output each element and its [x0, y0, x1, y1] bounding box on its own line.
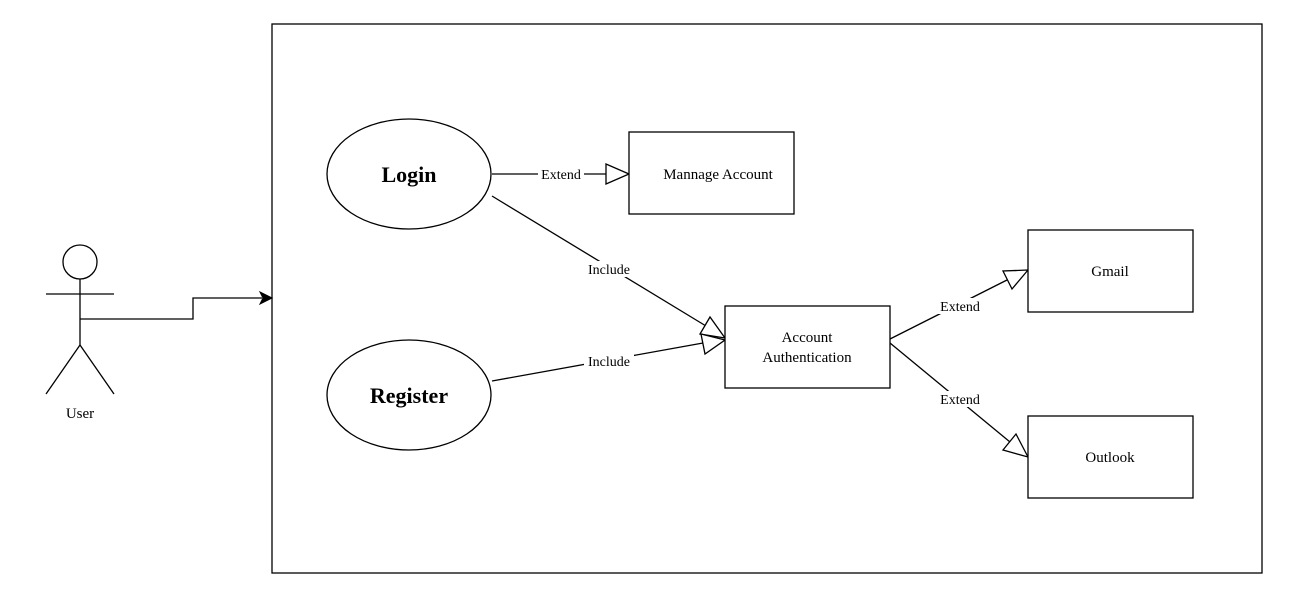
actor-left-leg	[45, 344, 81, 395]
actor-right-leg	[79, 344, 115, 395]
relation-auth-gmail[interactable]: Extend	[889, 269, 1030, 340]
relation-label: Extend	[940, 300, 980, 315]
relation-login-auth[interactable]: Include	[491, 195, 727, 339]
relation-arrowhead	[1001, 432, 1030, 459]
use-case-label: Register	[370, 383, 448, 408]
box-rect	[628, 131, 795, 215]
use-case-ellipse	[326, 339, 492, 451]
box-account-authentication[interactable]: Account Authentication	[724, 305, 891, 389]
use-case-label: Login	[381, 162, 436, 187]
relation-arrowhead	[700, 333, 727, 356]
actor-connector-arrowhead	[258, 290, 274, 306]
relation-label: Extend	[940, 393, 980, 408]
box-manage-account[interactable]: Mannage Account	[628, 131, 795, 215]
box-label: Mannage Account	[663, 167, 773, 183]
use-case-login[interactable]: Login	[326, 118, 492, 230]
box-gmail[interactable]: Gmail	[1027, 229, 1194, 313]
box-rect	[724, 305, 891, 389]
relation-arrowhead	[605, 163, 631, 185]
box-outlook[interactable]: Outlook	[1027, 415, 1194, 499]
box-rect	[1027, 229, 1194, 313]
relation-register-auth[interactable]: Include	[491, 333, 727, 382]
relation-arrowhead	[698, 315, 727, 339]
actor-connector	[80, 290, 274, 320]
relation-arrowhead	[1001, 269, 1030, 291]
relation-login-manage[interactable]: Extend	[492, 163, 631, 185]
actor-connector-line	[80, 297, 262, 320]
relation-label: Include	[588, 355, 630, 370]
box-label-line-1: Account	[782, 330, 834, 346]
use-case-register[interactable]: Register	[326, 339, 492, 451]
actor-head	[62, 244, 98, 280]
use-case-ellipse	[326, 118, 492, 230]
relation-label: Extend	[541, 168, 581, 183]
relation-label: Include	[588, 263, 630, 278]
box-label: Outlook	[1085, 450, 1135, 466]
box-label-line-2: Authentication	[762, 350, 852, 366]
actor-label: User	[66, 406, 94, 422]
actor-user[interactable]: User	[45, 244, 115, 422]
relation-auth-outlook[interactable]: Extend	[889, 342, 1030, 459]
box-label: Gmail	[1091, 264, 1129, 280]
box-rect	[1027, 415, 1194, 499]
